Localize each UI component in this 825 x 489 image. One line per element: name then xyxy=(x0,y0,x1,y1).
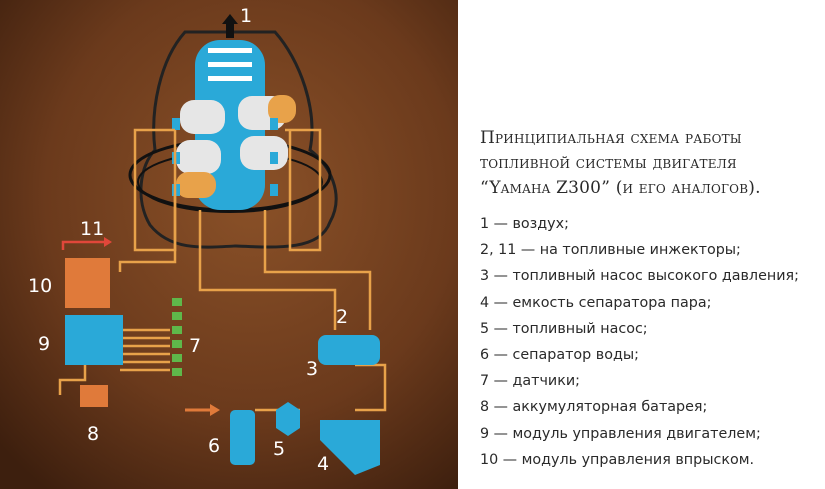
high-pressure-fuel-pump xyxy=(318,335,380,365)
engine-fuel-system-diagram: 1 2 3 4 5 6 7 8 9 10 11 xyxy=(0,0,458,489)
label-5: 5 xyxy=(273,438,285,460)
legend-item: 2, 11 — на топливные инжекторы; xyxy=(480,242,741,259)
label-3: 3 xyxy=(306,358,318,380)
injector-signal-line xyxy=(61,240,105,250)
label-10: 10 xyxy=(28,275,52,297)
fuel-lines xyxy=(58,128,387,412)
caption-title: Принципиальная схема работы топливной си… xyxy=(480,126,820,201)
label-11: 11 xyxy=(80,218,104,240)
sensors xyxy=(172,298,182,376)
water-separator xyxy=(230,410,255,465)
injector-signal-arrow xyxy=(104,237,112,247)
engine-block xyxy=(128,14,338,249)
legend-item: 1 — воздух; xyxy=(480,216,569,232)
caption-title-line: топливной системы двигателя xyxy=(480,153,737,173)
fuel-inlet-arrow xyxy=(210,404,220,416)
label-8: 8 xyxy=(87,423,99,445)
legend-item: 10 — модуль управления впрыском. xyxy=(480,451,755,468)
legend-item: 4 — емкость сепаратора пара; xyxy=(480,294,712,311)
legend-item: 5 — топливный насос; xyxy=(480,320,648,337)
label-1: 1 xyxy=(240,5,252,27)
legend-list: 1 — воздух; 2, 11 — на топливные инжекто… xyxy=(480,211,820,473)
caption-title-line: “Yamaha Z300” (и его аналогов). xyxy=(480,178,761,198)
legend-item: 9 — модуль управления двигателем; xyxy=(480,425,761,442)
label-7: 7 xyxy=(189,335,201,357)
legend-item: 6 — сепаратор воды; xyxy=(480,347,639,364)
legend-item: 7 — датчики; xyxy=(480,373,580,390)
label-6: 6 xyxy=(208,435,220,457)
vapor-separator-tank xyxy=(320,420,380,475)
label-4: 4 xyxy=(317,453,329,475)
label-9: 9 xyxy=(38,333,50,355)
figure-caption: Принципиальная схема работы топливной си… xyxy=(480,126,820,473)
injection-control-module xyxy=(65,258,110,308)
legend-item: 3 — топливный насос высокого давления; xyxy=(480,268,799,285)
engine-control-module xyxy=(65,315,123,365)
fuel-pump xyxy=(276,402,300,436)
legend-item: 8 — аккумуляторная батарея; xyxy=(480,399,708,416)
battery xyxy=(80,385,108,407)
label-2: 2 xyxy=(336,306,348,328)
caption-title-line: Принципиальная схема работы xyxy=(480,128,742,148)
